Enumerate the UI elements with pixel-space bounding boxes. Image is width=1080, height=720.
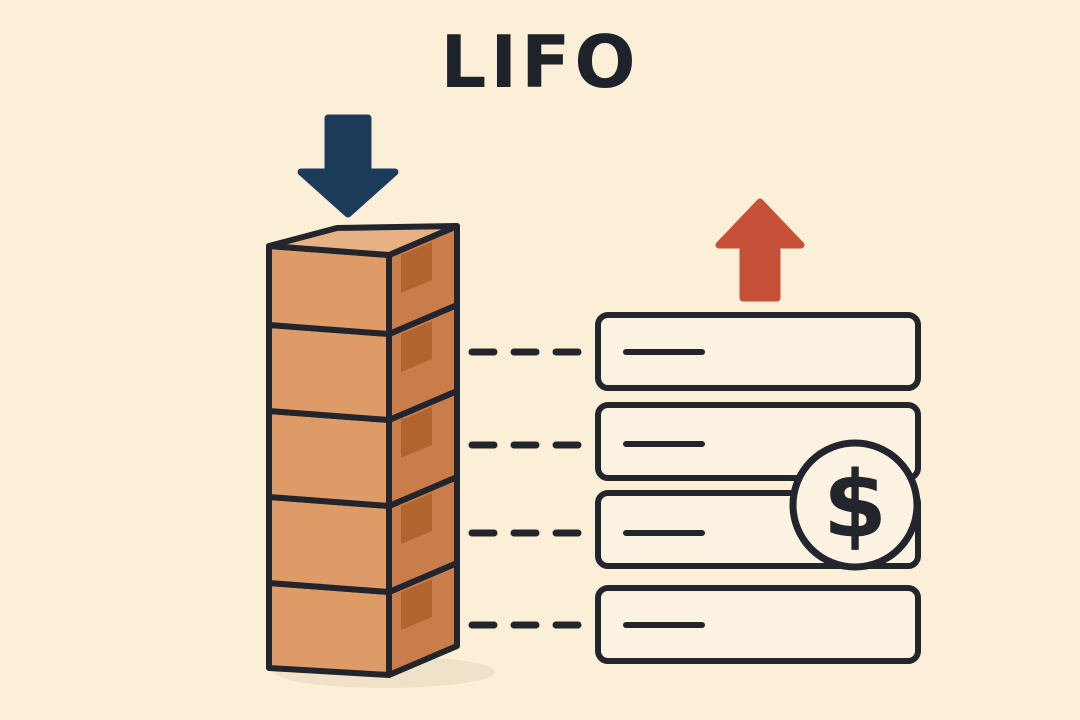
- record-cards: [595, 312, 921, 664]
- box-top: [266, 223, 460, 337]
- dashed-connectors: [468, 348, 598, 629]
- pop-arrow-icon: [715, 198, 805, 302]
- record-card-1[interactable]: [595, 312, 921, 391]
- dollar-sign-icon: $: [823, 452, 887, 559]
- box-bottom: [266, 560, 460, 678]
- push-arrow-icon: [297, 114, 399, 218]
- box-stack: [266, 223, 460, 678]
- page-title: LIFO: [440, 20, 640, 104]
- record-card-4[interactable]: [595, 585, 921, 664]
- dollar-coin[interactable]: $: [789, 439, 921, 571]
